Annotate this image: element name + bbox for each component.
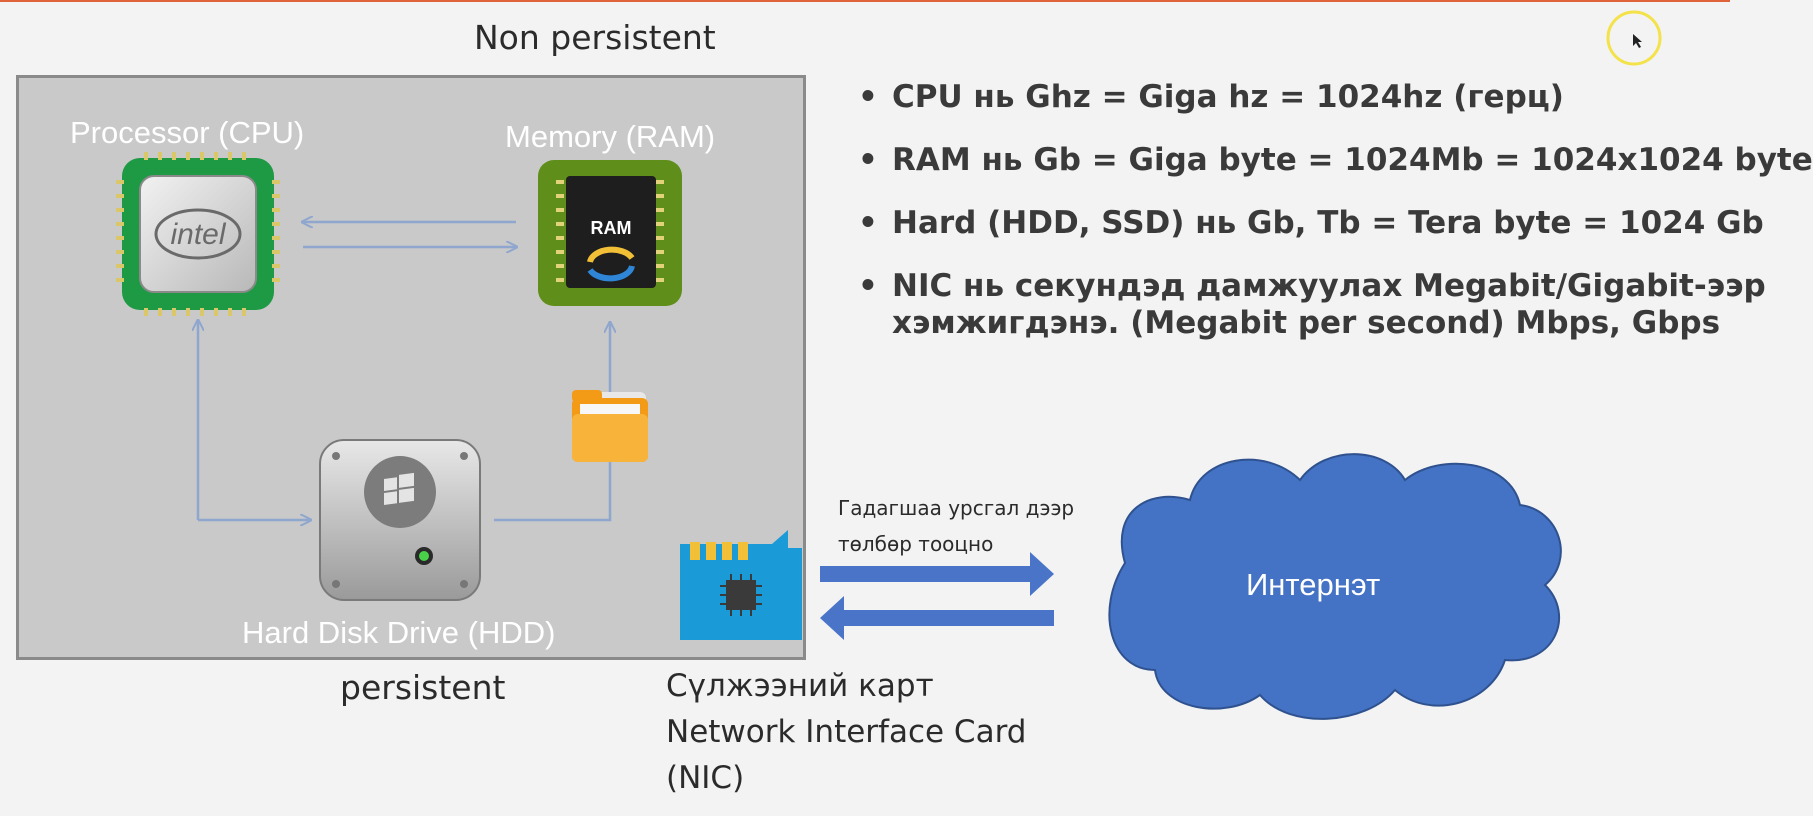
slide: Non persistent xyxy=(0,0,1813,796)
cpu-chip-text: intel xyxy=(170,218,226,251)
list-item: •NIC нь секундэд дамжуулах Megabit/Gigab… xyxy=(858,268,1766,304)
nic-label-line1: Сүлжээний карт xyxy=(666,668,934,704)
nic-label-line3: (NIC) xyxy=(666,760,745,796)
fee-note-line1: Гадагшаа урсгал дээр xyxy=(838,496,1075,520)
accent-line xyxy=(0,0,1730,2)
hdd-icon xyxy=(319,439,481,601)
internet-cloud-icon xyxy=(1108,453,1562,720)
specs-list: •CPU нь Ghz = Giga hz = 1024hz (герц) •R… xyxy=(858,78,1813,367)
fee-note-line2: төлбөр тооцно xyxy=(838,532,994,556)
cpu-chip-icon: intel xyxy=(116,152,280,316)
ram-label: Memory (RAM) xyxy=(505,119,716,154)
cpu-label: Processor (CPU) xyxy=(70,115,305,150)
internet-label: Интернэт xyxy=(1246,567,1381,602)
list-item: •RAM нь Gb = Giga byte = 1024Mb = 1024x1… xyxy=(858,142,1813,178)
hdd-label: Hard Disk Drive (HDD) xyxy=(242,615,556,650)
list-item: •Hard (HDD, SSD) нь Gb, Tb = Tera byte =… xyxy=(858,205,1764,241)
cursor-highlight-icon xyxy=(1606,10,1662,66)
nic-label-line2: Network Interface Card xyxy=(666,714,1027,750)
computer-diagram: intel RAM xyxy=(116,152,1562,720)
incoming-arrow xyxy=(820,596,1054,640)
persistent-label: persistent xyxy=(340,668,506,707)
nic-card-icon xyxy=(680,530,802,640)
ram-chip-text: RAM xyxy=(591,218,632,238)
outgoing-arrow xyxy=(820,552,1054,596)
list-item-continuation: хэмжигдэнэ. (Megabit per second) Mbps, G… xyxy=(892,305,1721,341)
list-item: •CPU нь Ghz = Giga hz = 1024hz (герц) xyxy=(858,79,1564,115)
ram-chip-icon: RAM xyxy=(538,160,682,306)
non-persistent-label: Non persistent xyxy=(474,18,716,57)
folder-icon xyxy=(572,390,648,462)
cpu-ram-arrows xyxy=(198,222,610,520)
